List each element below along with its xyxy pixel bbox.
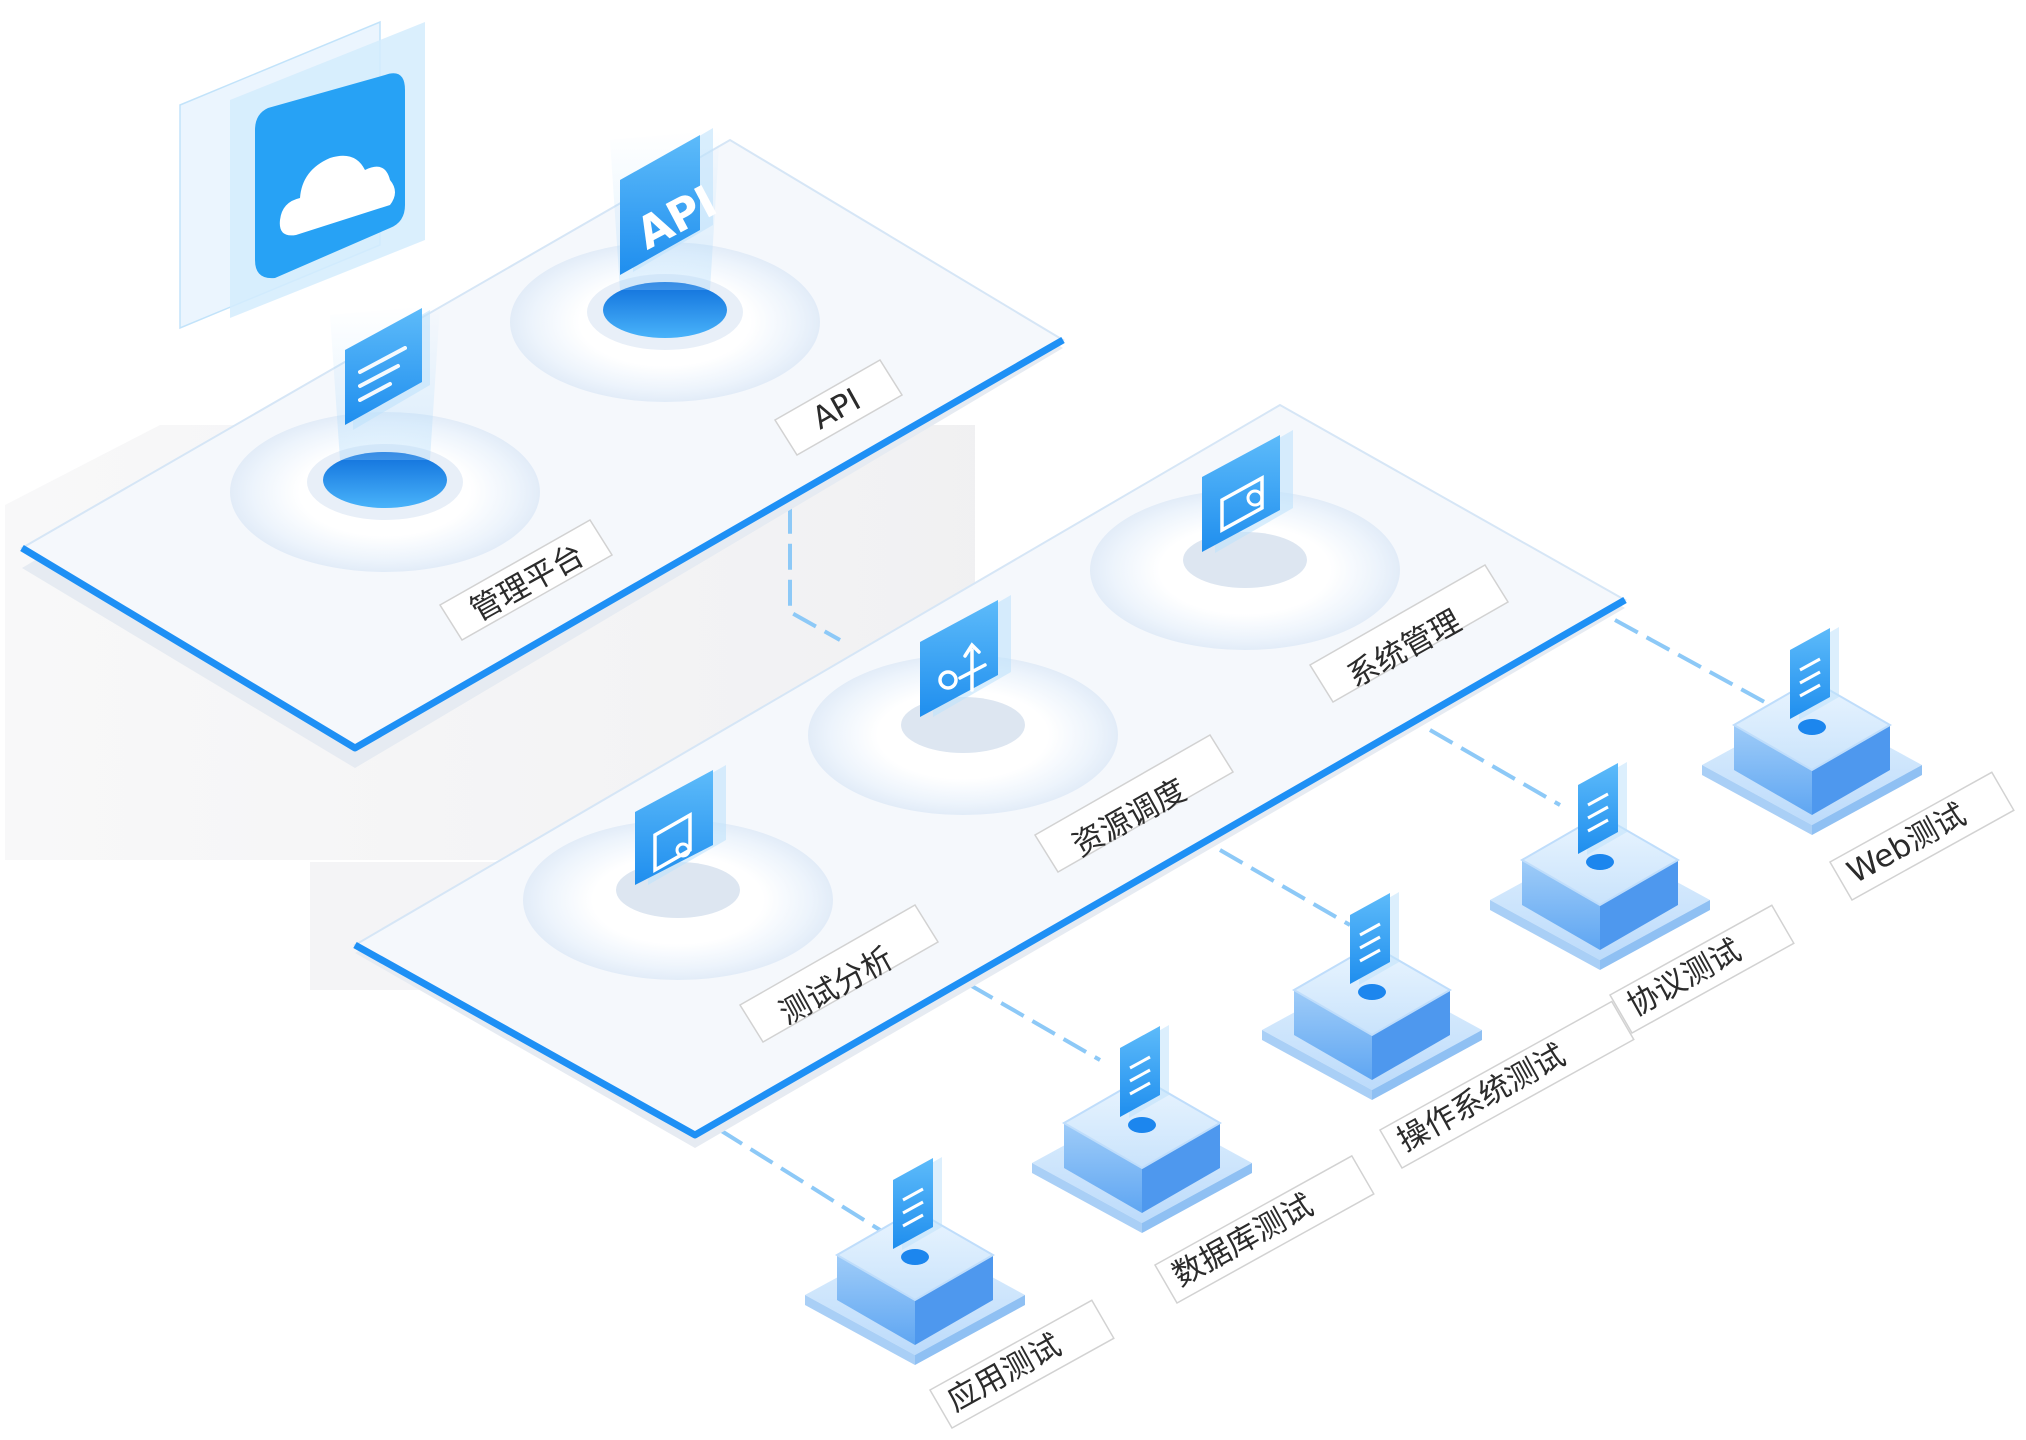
cloud-app-icon xyxy=(179,20,425,330)
node-label-tag xyxy=(1828,771,2015,902)
node-label-tag xyxy=(1153,1154,1375,1305)
pedestal-base-side-left xyxy=(1702,765,1812,835)
protocol-blocks-icon xyxy=(1578,763,1618,854)
node-card-line xyxy=(1359,935,1381,950)
node-label-tag xyxy=(1608,904,1795,1035)
monitor-gear-icon xyxy=(1202,430,1293,553)
pedestal-cube-right xyxy=(1372,990,1450,1080)
pedestal-base-side-right xyxy=(1372,1030,1482,1100)
pedestal-base-side-right xyxy=(915,1295,1025,1365)
pedestal-base-side-left xyxy=(1490,900,1600,970)
node-card-line xyxy=(1359,922,1381,937)
node-card-line xyxy=(1129,1081,1151,1096)
hole-ring-system xyxy=(1090,490,1400,650)
pedestal-socket xyxy=(1128,1117,1156,1133)
pedestal-cube-left xyxy=(1522,860,1600,950)
pedestal-cube-right xyxy=(1142,1123,1220,1213)
middle-platform: 测试分析 资源调度 系统管理 xyxy=(352,403,1628,1148)
database-list-icon xyxy=(1120,1026,1160,1117)
node-label-tag xyxy=(1378,1000,1635,1170)
pedestal-base-side-right xyxy=(1142,1163,1252,1233)
pedestal-cube-right xyxy=(915,1255,993,1345)
pedestal-cube-left xyxy=(837,1255,915,1345)
node-label-tag xyxy=(928,1299,1115,1430)
flow-path-icon xyxy=(920,595,1011,717)
node-card-line xyxy=(1799,683,1821,698)
node-card-line xyxy=(1587,818,1609,833)
document-card-icon xyxy=(345,308,430,430)
node-card-line xyxy=(1799,670,1821,685)
pedestal-base-side-right xyxy=(1600,900,1710,970)
pedestal-socket xyxy=(901,1249,929,1265)
node-card-line xyxy=(1129,1055,1151,1070)
top-platform: API 管理平台 API xyxy=(20,128,1065,768)
document-stack-icon xyxy=(893,1158,933,1249)
pedestal-cube-right xyxy=(1600,860,1678,950)
pedestal-base-side-left xyxy=(1032,1163,1142,1233)
pedestal-socket xyxy=(1586,854,1614,870)
test-node-1: 应用测试 xyxy=(805,1157,1115,1430)
hole-ring-scheduling xyxy=(808,655,1118,815)
pedestal-socket xyxy=(1358,984,1386,1000)
node-card-line xyxy=(902,1213,924,1228)
pedestal-base-side-left xyxy=(1262,1030,1372,1100)
pedestal-socket xyxy=(1798,719,1826,735)
pedestal-base-side-right xyxy=(1812,765,1922,835)
pedestal-base-side-left xyxy=(805,1295,915,1365)
pedestal-cube-left xyxy=(1734,725,1812,815)
pedestal-cube-right xyxy=(1812,725,1890,815)
node-card-line xyxy=(1799,657,1821,672)
node-card-line xyxy=(1587,805,1609,820)
window-icon xyxy=(1350,893,1390,984)
clipboard-search-icon xyxy=(635,765,726,885)
node-card-line xyxy=(1587,792,1609,807)
pedestal-cube-left xyxy=(1294,990,1372,1080)
test-node-4: 协议测试 xyxy=(1490,762,1795,1035)
node-card-line xyxy=(1129,1068,1151,1083)
pedestal-cube-left xyxy=(1064,1123,1142,1213)
globe-icon xyxy=(1790,628,1830,719)
node-card-line xyxy=(902,1200,924,1215)
node-card-line xyxy=(902,1187,924,1202)
test-node-5: Web测试 xyxy=(1702,627,2015,902)
connector-lines xyxy=(718,426,1771,1232)
node-card-line xyxy=(1359,948,1381,963)
